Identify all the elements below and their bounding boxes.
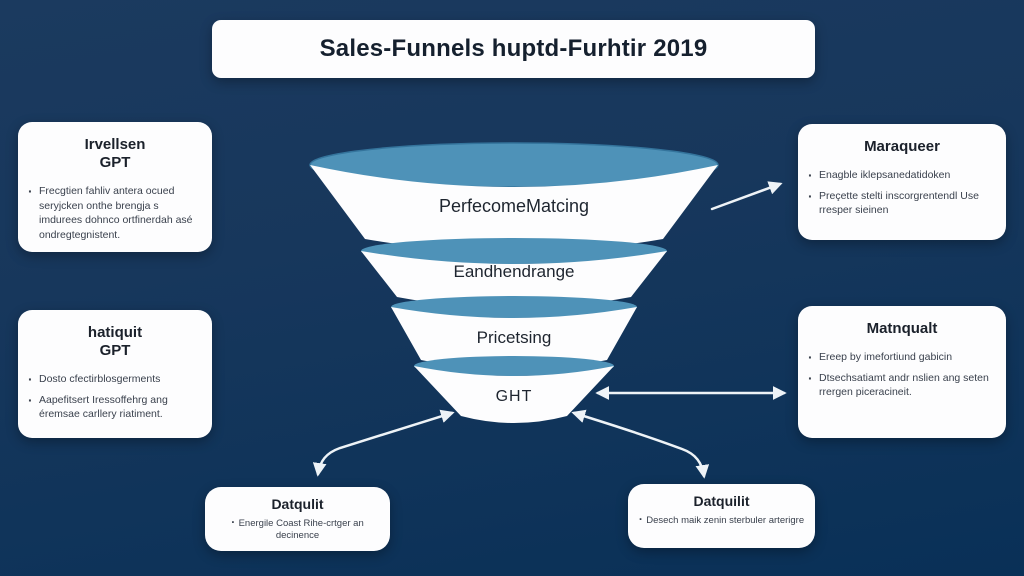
- bullet-item: Dosto cfectirblosgerments: [28, 370, 204, 389]
- card-bottom-right-title: Datquilit: [693, 493, 750, 509]
- bullet-item: Energile Coast Rihe-crtger an decinence: [215, 515, 380, 543]
- funnel-layer-3-label: Pricetsing: [476, 328, 552, 347]
- card-title-line: hatiquit: [87, 324, 143, 341]
- card-left-top-bullets: Frecgtien fahliv antera ocued seryjcken …: [28, 182, 204, 243]
- card-right-bottom-title: Matnqualt: [866, 320, 938, 337]
- title-card: Sales-Funnels huptd-Furhtir 2019: [212, 20, 815, 78]
- funnel-layer-1-body: [310, 165, 718, 252]
- bullet-item: Desech maik zenin sterbuler arterigre: [638, 512, 805, 528]
- funnel-layer-2-body: [361, 251, 667, 308]
- card-left-bottom-bullets: Dosto cfectirblosgerments Aapefitsert Ir…: [28, 370, 204, 422]
- card-right-top-bullets: Enagble iklepsanedatidoken Preçette stel…: [808, 166, 998, 218]
- arrow-funnel-to-bottom-left-card: [312, 409, 455, 477]
- card-bottom-right-bullets: Desech maik zenin sterbuler arterigre: [638, 512, 805, 528]
- card-left-top-title: Irvellsen GPT: [18, 136, 212, 172]
- card-left-bottom-title: hatiquit GPT: [18, 324, 212, 360]
- bullet-item: Enagble iklepsanedatidoken: [808, 166, 998, 185]
- card-bottom-left: Datqulit Energile Coast Rihe-crtger an d…: [205, 487, 390, 551]
- card-title-line: GPT: [99, 342, 131, 359]
- card-right-top: Maraqueer Enagble iklepsanedatidoken Pre…: [798, 124, 1006, 240]
- card-bottom-left-bullets: Energile Coast Rihe-crtger an decinence: [215, 515, 380, 543]
- card-title-line: GPT: [99, 154, 131, 171]
- funnel-layer-4-label: GHT: [495, 388, 533, 405]
- funnel-layer-1-label: PerfecomeMatcing: [438, 196, 590, 216]
- card-bottom-right: Datquilit Desech maik zenin sterbuler ar…: [628, 484, 815, 548]
- card-right-bottom-bullets: Ereep by imefortiund gabicin Dtsechsatia…: [808, 348, 998, 400]
- card-bottom-left-title: Datqulit: [271, 496, 324, 512]
- arrow-funnel-to-right-top-card: [710, 181, 783, 211]
- funnel-layer-2-label: Eandhendrange: [453, 262, 575, 281]
- funnel-layer-4-body: [414, 366, 614, 423]
- card-left-bottom: hatiquit GPT Dosto cfectirblosgerments A…: [18, 310, 212, 438]
- bullet-item: Preçette stelti inscorgrentendl Use rres…: [808, 187, 998, 218]
- card-title-line: Irvellsen: [84, 136, 146, 153]
- page-title: Sales-Funnels huptd-Furhtir 2019: [319, 35, 708, 62]
- card-left-top: Irvellsen GPT Frecgtien fahliv antera oc…: [18, 122, 212, 252]
- bullet-item: Frecgtien fahliv antera ocued seryjcken …: [28, 182, 204, 243]
- arrow-funnel-to-bottom-right-card: [571, 409, 710, 479]
- funnel-layer-3-body: [391, 307, 637, 370]
- card-right-top-title: Maraqueer: [864, 138, 940, 155]
- funnel-layer-3-band: [391, 296, 637, 318]
- funnel-layer-4-band: [414, 356, 614, 376]
- funnel-layer-2-band: [361, 238, 667, 264]
- bullet-item: Dtsechsatiamt andr nslien ang seten rrer…: [808, 369, 998, 400]
- bullet-item: Ereep by imefortiund gabicin: [808, 348, 998, 367]
- bullet-item: Aapefitsert Iressoffehrg ang éremsae car…: [28, 391, 204, 422]
- card-right-bottom: Matnqualt Ereep by imefortiund gabicin D…: [798, 306, 1006, 438]
